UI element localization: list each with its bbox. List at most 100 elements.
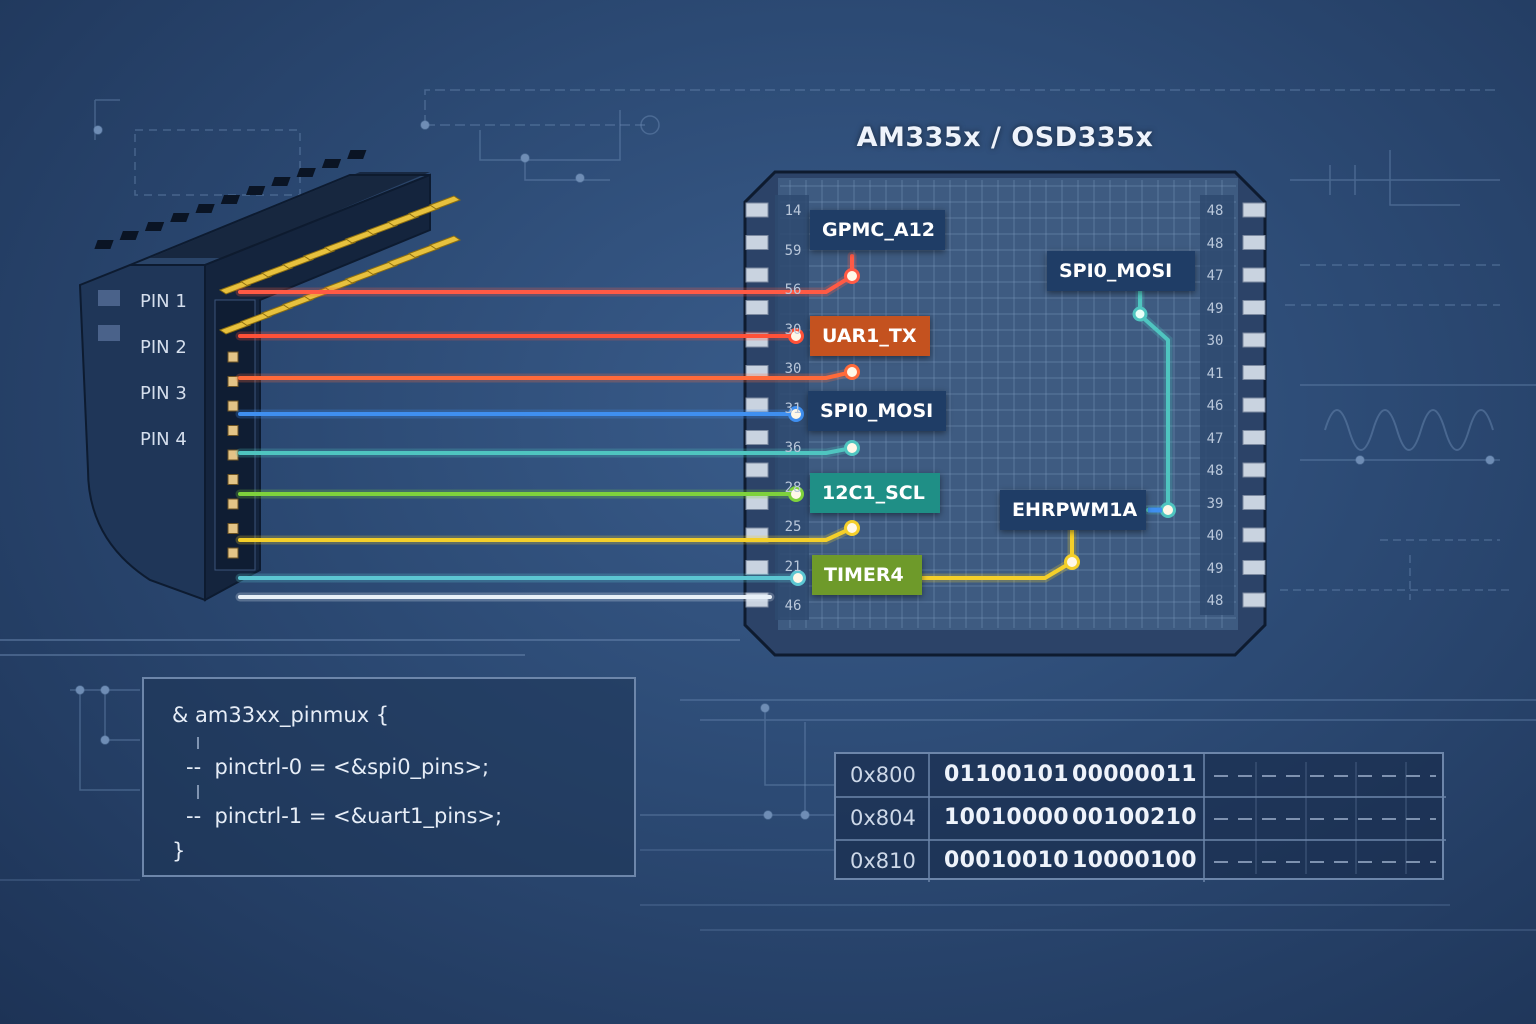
gold-pin (365, 220, 399, 236)
chip-lead-right (1242, 365, 1266, 380)
gold-pin (365, 260, 399, 276)
gold-pin (218, 280, 252, 295)
code-line-4: } (172, 839, 186, 863)
chip-lead-right (1242, 495, 1266, 510)
wire-endpoint (844, 440, 860, 456)
chip-pin-number-right: 48 (1206, 235, 1224, 252)
wire-endpoint (1064, 554, 1080, 570)
register-value: 00000011 (1072, 762, 1197, 787)
header-slot (195, 204, 215, 213)
wire-endpoint (844, 520, 860, 536)
wire-endpoint (790, 570, 806, 586)
gold-pin (323, 237, 357, 253)
gold-pin (428, 235, 462, 250)
chip-pin-number-right: 30 (1206, 333, 1224, 349)
signal-label: 12C1_SCL (822, 482, 925, 504)
chip-lead-left (745, 560, 769, 575)
chip-pin-number-right: 48 (1206, 203, 1224, 219)
gold-pin (281, 254, 315, 270)
chip-lead-right (1242, 560, 1266, 575)
header-slot (246, 186, 266, 195)
header-pad (227, 425, 239, 436)
wire-endpoint (1160, 502, 1176, 518)
header-pad (227, 474, 239, 485)
chip-pin-number-left: 59 (784, 242, 802, 259)
header-slot (94, 240, 114, 249)
chip-pin-number-left: 36 (784, 440, 802, 456)
chip-lead-left (745, 267, 769, 283)
chip-pin-number-right: 49 (1206, 300, 1224, 317)
gold-pin (260, 263, 294, 278)
gold-pin (344, 229, 378, 244)
header-slot (296, 168, 316, 177)
chip-pin-number-right: 39 (1206, 495, 1224, 512)
header-slot (119, 231, 139, 240)
header-pad (227, 523, 239, 534)
code-line-1: & am33xx_pinmux { (172, 703, 390, 727)
chip-pin-number-right: 49 (1206, 560, 1224, 577)
chip-pin-number-left: 25 (784, 519, 802, 535)
header-pad (227, 351, 239, 363)
gold-pin (239, 311, 273, 327)
header-slot (347, 150, 367, 159)
chip-title: AM335x / OSD335x (856, 122, 1154, 153)
register-address: 0x810 (850, 849, 916, 873)
pin-label-1: PIN 1 (140, 291, 187, 312)
wire-endpoint (788, 406, 804, 422)
chip-pin-number-left: 56 (784, 282, 802, 298)
gold-pin (386, 212, 420, 227)
device-tree-code-box: & am33xx_pinmux { -- pinctrl-0 = <&spi0_… (142, 677, 636, 877)
chip-lead-right (1242, 300, 1266, 315)
signal-wire (238, 446, 854, 455)
wire-endpoint (844, 268, 860, 284)
register-address: 0x804 (850, 806, 916, 830)
signal-label: GPMC_A12 (822, 219, 936, 241)
pin-label-4: PIN 4 (140, 429, 187, 450)
chip-lead-right (1242, 332, 1266, 348)
chip-lead-right (1242, 527, 1266, 543)
chip-pin-number-left: 14 (784, 203, 802, 219)
signal-wires (235, 251, 1176, 602)
background-circuit (0, 89, 1536, 931)
gold-pin (344, 269, 378, 284)
signal-label: TIMER4 (824, 564, 904, 586)
register-value: 10010000 (944, 805, 1069, 830)
pin-label-2: PIN 2 (140, 337, 187, 358)
pin-header-connector (78, 150, 462, 602)
register-value: 01100101 (944, 762, 1069, 787)
signal-i2c1-scl: 12C1_SCL (810, 473, 940, 513)
header-pad (227, 376, 239, 387)
chip-lead-right (1242, 462, 1266, 478)
wire-endpoint (788, 328, 804, 344)
header-pad (227, 449, 239, 461)
gold-pin (386, 252, 420, 267)
code-line-3: -- pinctrl-1 = <&uart1_pins>; (186, 804, 503, 828)
register-address: 0x800 (850, 763, 916, 787)
signal-timer4: TIMER4 (812, 555, 922, 595)
chip-pin-number-right: 47 (1206, 268, 1224, 284)
chip-lead-right (1242, 235, 1266, 250)
gold-pin (407, 243, 441, 259)
gold-pin (281, 294, 315, 310)
chip-lead-right (1242, 267, 1266, 283)
chip-lead-left (745, 235, 769, 250)
gold-pin (260, 303, 294, 318)
signal-wire (238, 370, 854, 380)
signal-uart1-tx: UAR1_TX (810, 316, 930, 356)
chip-lead-left (745, 300, 769, 315)
header-pad (227, 400, 239, 412)
chip-pin-number-right: 40 (1206, 528, 1224, 544)
header-slot (271, 177, 291, 186)
register-grid-lines (836, 754, 1446, 882)
signal-gpmc-a12: GPMC_A12 (810, 210, 945, 250)
header-pad (227, 547, 239, 559)
chip-pin-number-left: 28 (784, 479, 802, 496)
wire-endpoint (788, 486, 804, 502)
chip-lead-left (745, 202, 769, 218)
gold-pin (218, 320, 252, 335)
chip-pin-number-right: 48 (1206, 463, 1224, 479)
chip-lead-left (745, 462, 769, 478)
chip-pin-number-right: 41 (1206, 365, 1224, 382)
header-slot (144, 222, 165, 231)
gold-pin (428, 195, 462, 210)
